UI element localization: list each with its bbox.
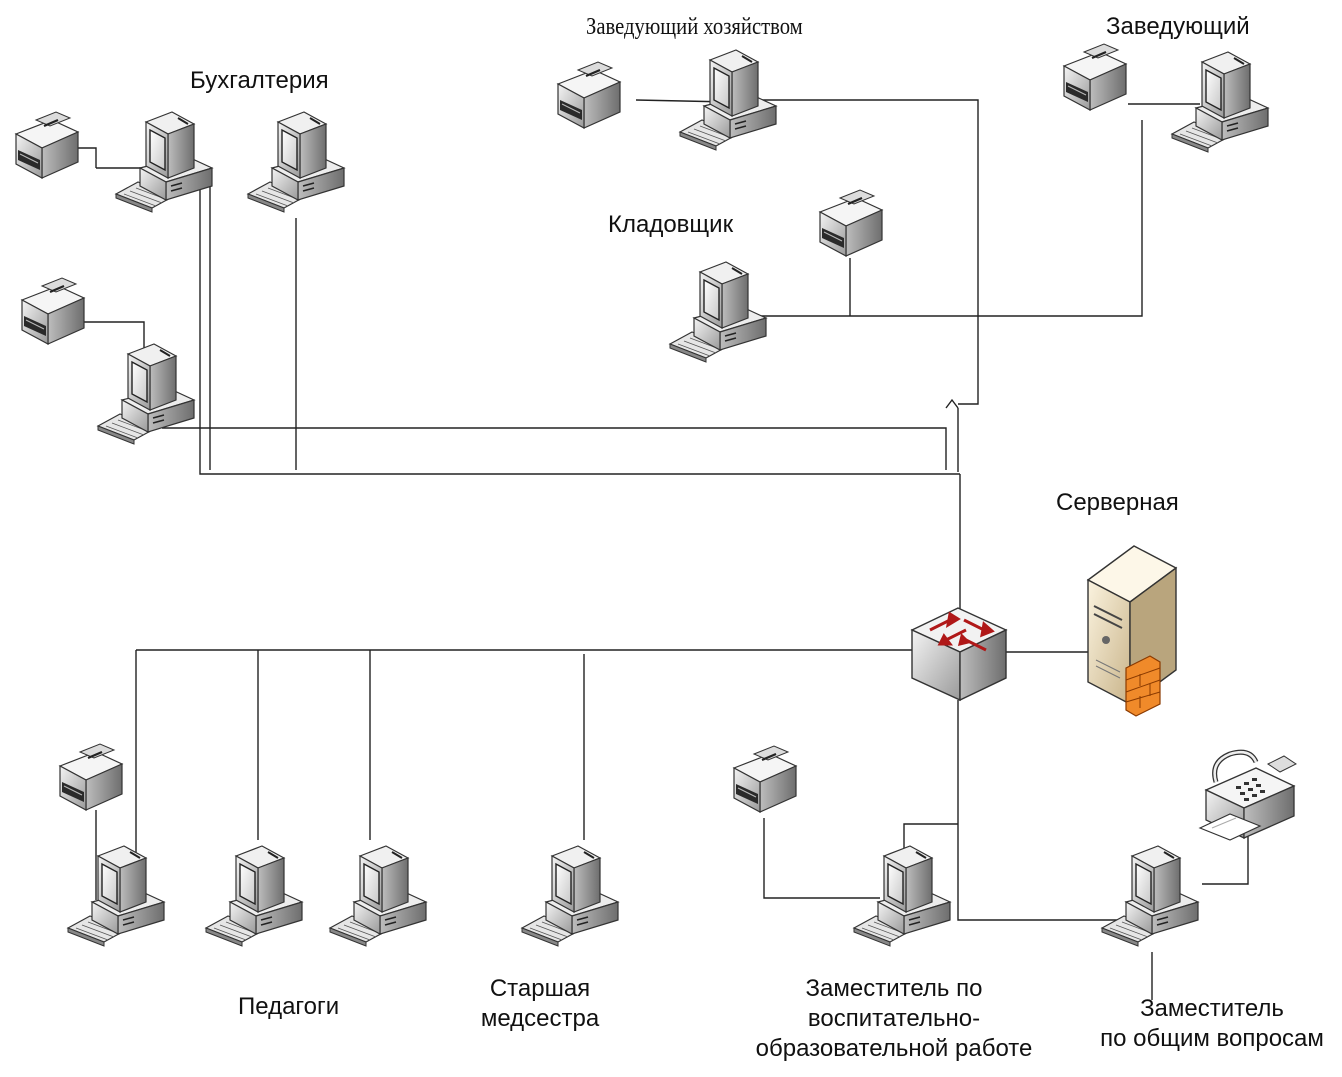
workstation-icon [1171,51,1269,153]
workstation-icon [205,845,303,947]
label-deputy-general: Заместитель по общим вопросам [1092,994,1332,1054]
printer-icon [818,188,884,258]
label-head: Заведующий [1106,13,1250,40]
label-server-room: Серверная [1056,489,1179,516]
printer-icon [732,744,798,814]
workstation-icon [247,111,345,213]
printer-icon [58,742,124,812]
workstation-icon [853,845,951,947]
workstation-icon [97,343,195,445]
workstation-icon [67,845,165,947]
label-senior-nurse-line1: Старшая [489,975,591,1002]
printer-icon [556,60,622,130]
server-tower-icon [1086,545,1178,717]
label-deputy-education-line2: воспитательно- [807,1005,981,1032]
workstation-icon [669,261,767,363]
label-accounting: Бухгалтерия [190,67,329,94]
network-switch-icon [910,607,1008,702]
label-deputy-general-line1: Заместитель [1140,995,1284,1022]
workstation-icon [679,49,777,151]
workstation-icon [521,845,619,947]
label-deputy-education: Заместитель по воспитательно- образовате… [744,974,1044,1064]
label-deputy-general-line2: по общим вопросам [1100,1025,1324,1052]
fax-machine-icon [1198,749,1297,841]
workstation-icon [1101,845,1199,947]
workstation-icon [115,111,213,213]
label-senior-nurse: Старшая медсестра [470,974,610,1034]
printer-icon [20,276,86,346]
printer-icon [14,110,80,180]
label-deputy-education-line1: Заместитель по [805,975,983,1002]
label-facilities-manager: Заведующий хозяйством [586,14,803,40]
label-senior-nurse-line2: медсестра [480,1005,600,1032]
label-teachers: Педагоги [238,993,340,1020]
label-storekeeper: Кладовщик [608,211,734,238]
printer-icon [1062,42,1128,112]
label-deputy-education-line3: образовательной работе [755,1035,1033,1062]
workstation-icon [329,845,427,947]
